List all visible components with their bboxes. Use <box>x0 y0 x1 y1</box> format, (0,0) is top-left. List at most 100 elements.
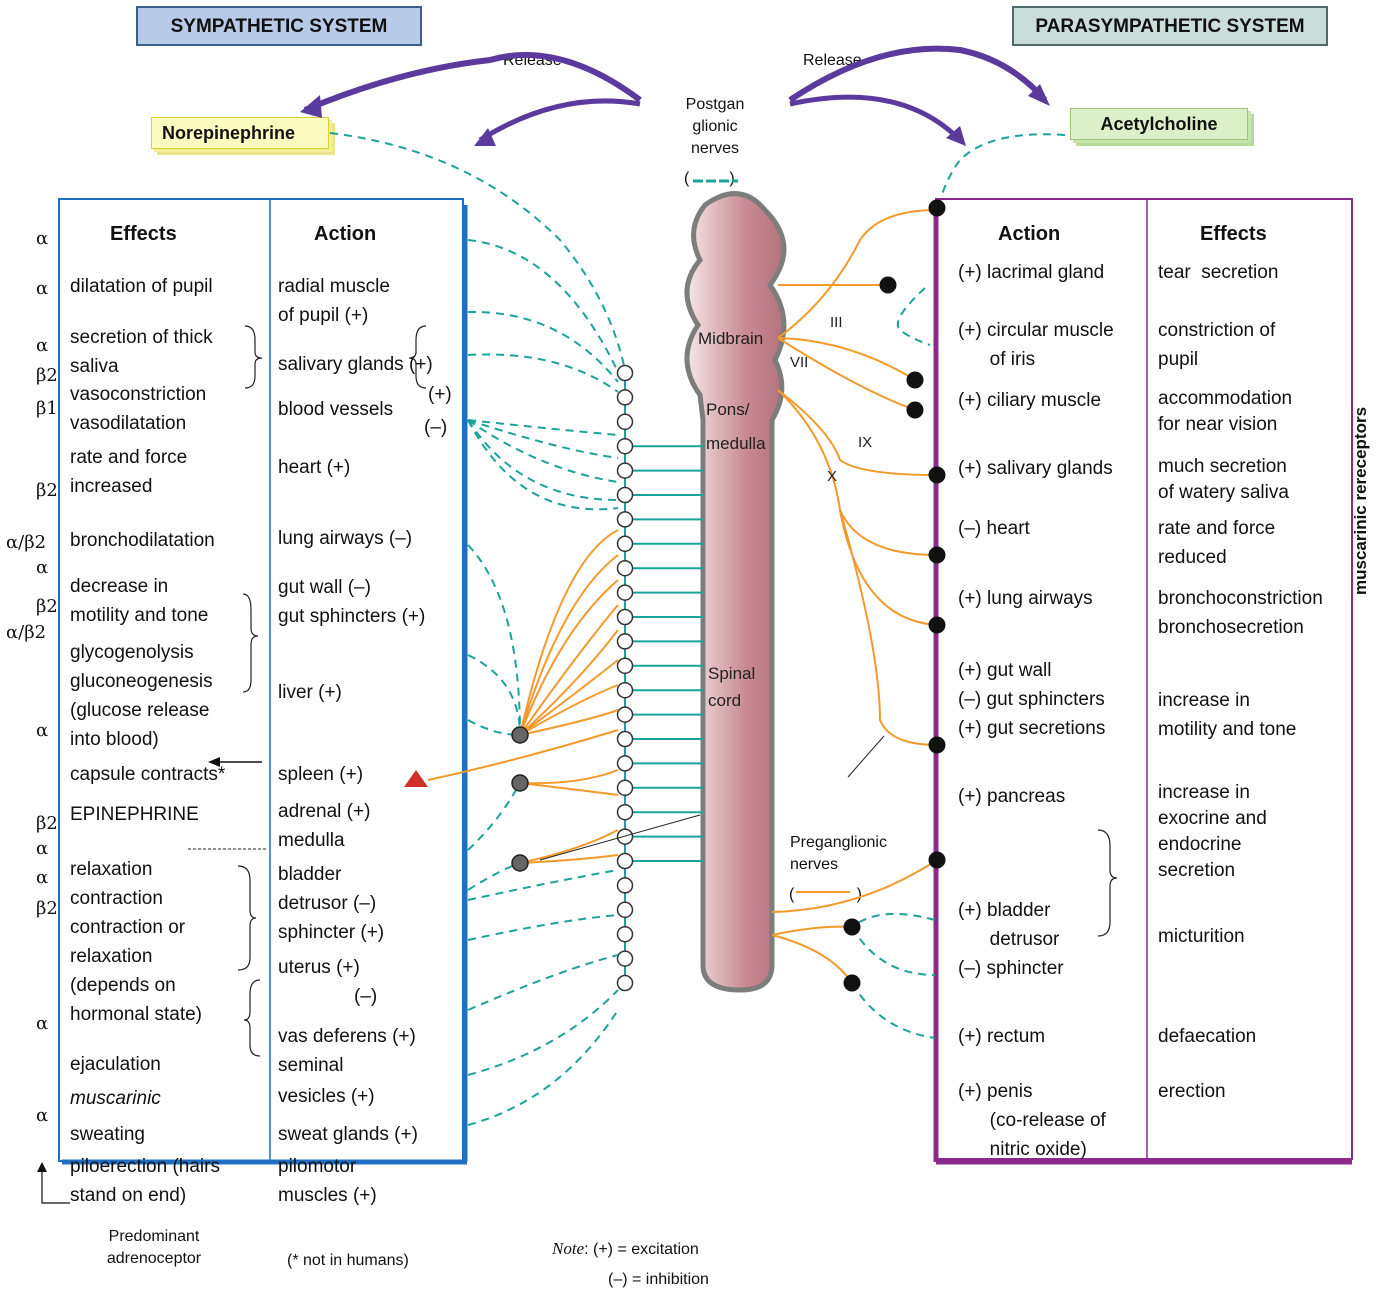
sym-action-heading: Action <box>314 222 376 246</box>
receptor-label: β2 <box>36 813 58 834</box>
postganglionic-dash <box>468 240 618 372</box>
chain-ganglion <box>618 902 633 917</box>
sym-action-item: adrenal (+) medulla <box>278 797 370 855</box>
sym-effect-item: decrease in motility and tone <box>70 572 208 630</box>
chain-ganglion <box>618 512 633 527</box>
para-action-item: (+) circular muscle of iris <box>958 316 1114 374</box>
para-action-item: (–) heart <box>958 514 1030 543</box>
chain-ganglion <box>618 976 633 991</box>
brace-gut <box>243 594 258 692</box>
receptor-label: α <box>36 1105 48 1126</box>
prevertebral-ganglion <box>512 855 528 871</box>
para-ganglion-dot <box>929 200 946 217</box>
sym-action-item: vas deferens (+) seminal <box>278 1022 416 1080</box>
para-effect-item: constriction of pupil <box>1158 316 1275 374</box>
preganglionic-nerve <box>772 860 937 912</box>
note-label: Note <box>552 1239 584 1258</box>
chain-ganglion <box>618 683 633 698</box>
postganglionic-dash <box>468 955 618 1010</box>
release-arrow-right <box>790 49 1045 100</box>
sym-effect-item: dilatation of pupil <box>70 272 213 301</box>
note-excitation: Note: (+) = excitation <box>552 1239 699 1259</box>
para-effect-item: bronchoconstriction bronchosecretion <box>1158 584 1323 642</box>
sym-action-item: spleen (+) <box>278 760 363 789</box>
preganglionic-nerve <box>520 783 618 795</box>
sym-action-item: heart (+) <box>278 453 350 482</box>
chain-ganglion <box>618 439 633 454</box>
prevertebral-ganglion <box>512 727 528 743</box>
chain-ganglion <box>618 414 633 429</box>
preganglionic-nerve <box>520 580 618 735</box>
para-ganglion-dot <box>907 372 924 389</box>
chain-ganglion <box>618 390 633 405</box>
para-action-item: (+) gut wall (–) gut sphincters (+) gut … <box>958 656 1105 743</box>
para-action-heading: Action <box>998 222 1060 246</box>
chain-ganglion <box>618 634 633 649</box>
sym-effects-heading: Effects <box>110 222 177 246</box>
postganglionic-dash <box>898 288 930 345</box>
para-ganglion-dot <box>929 547 946 564</box>
preganglionic-nerve <box>520 630 618 735</box>
chain-ganglion <box>618 610 633 625</box>
para-effect-item: rate and force reduced <box>1158 514 1275 572</box>
postganglionic-dash <box>468 420 618 435</box>
para-ganglion-dot <box>844 975 861 992</box>
receptor-label: α/β2 <box>6 622 46 643</box>
postganglionic-dash <box>852 927 935 975</box>
sym-action-item: gut wall (–) gut sphincters (+) <box>278 573 425 631</box>
sym-effect-item: relaxation contraction contraction or re… <box>70 855 202 1029</box>
postganglionic-dash <box>468 915 618 940</box>
sympathetic-chain <box>618 366 704 991</box>
preganglionic-nerve <box>778 210 937 338</box>
note-excitation-text: : (+) = excitation <box>584 1241 699 1258</box>
sym-action-item: salivary glands (+) <box>278 350 433 379</box>
nerve-VII-label: VII <box>790 354 808 371</box>
pons-medulla-label: Pons/ medulla <box>706 393 766 461</box>
brace-uterus <box>244 980 260 1056</box>
para-action-item: (+) pancreas <box>958 782 1065 811</box>
sym-action-item: liver (+) <box>278 678 342 707</box>
chain-ganglion <box>618 927 633 942</box>
sym-action-item: (–) <box>354 982 377 1011</box>
sym-effect-item: rate and force increased <box>70 443 187 501</box>
sym-effect-item: EPINEPHRINE <box>70 800 199 829</box>
chain-ganglion <box>618 707 633 722</box>
para-action-item: (+) lacrimal gland <box>958 258 1104 287</box>
brace-pancreas <box>1098 830 1117 936</box>
preganglionic-nerve <box>840 510 937 745</box>
receptor-label: α <box>36 867 48 888</box>
para-ganglion-dot <box>929 737 946 754</box>
postganglionic-dash <box>468 312 618 382</box>
receptor-label: β2 <box>36 365 58 386</box>
sym-action-item: lung airways (–) <box>278 524 412 553</box>
sym-action-item: vesicles (+) <box>278 1082 375 1111</box>
para-ganglion-dot <box>929 617 946 634</box>
chain-ganglion <box>618 561 633 576</box>
nerve-III-label: III <box>830 314 843 331</box>
postganglionic-dash <box>468 990 618 1075</box>
para-action-item: (+) ciliary muscle <box>958 386 1101 415</box>
para-effect-item: increase in motility and tone <box>1158 686 1296 744</box>
para-ganglion-dot <box>844 919 861 936</box>
sym-action-item: blood vessels <box>278 395 393 424</box>
para-ganglia <box>844 200 946 992</box>
sym-action-item: uterus (+) <box>278 953 360 982</box>
orange-nerves <box>428 210 937 983</box>
chain-ganglion <box>618 658 633 673</box>
para-effect-item: much secretion of watery saliva <box>1158 454 1289 506</box>
para-action-item: (+) rectum <box>958 1022 1045 1051</box>
postganglionic-dash <box>468 420 618 482</box>
sym-action-item: sweat glands (+) <box>278 1120 418 1149</box>
para-effect-item: defaecation <box>1158 1022 1256 1051</box>
sym-action-item: radial muscle of pupil (+) <box>278 272 390 330</box>
sym-effect-item: capsule contracts* <box>70 760 225 789</box>
postganglionic-dash <box>468 420 618 458</box>
receptor-label: α <box>36 335 48 356</box>
release-arrow-right2 <box>790 97 960 140</box>
para-effect-item: accommodation for near vision <box>1158 386 1292 438</box>
release-arrowhead-left <box>300 95 322 118</box>
chain-ganglion <box>618 366 633 381</box>
sym-effect-item: piloerection (hairs stand on end) <box>70 1152 220 1210</box>
not-in-humans-note: (* not in humans) <box>287 1250 409 1272</box>
sym-effect-item: sweating <box>70 1120 145 1149</box>
